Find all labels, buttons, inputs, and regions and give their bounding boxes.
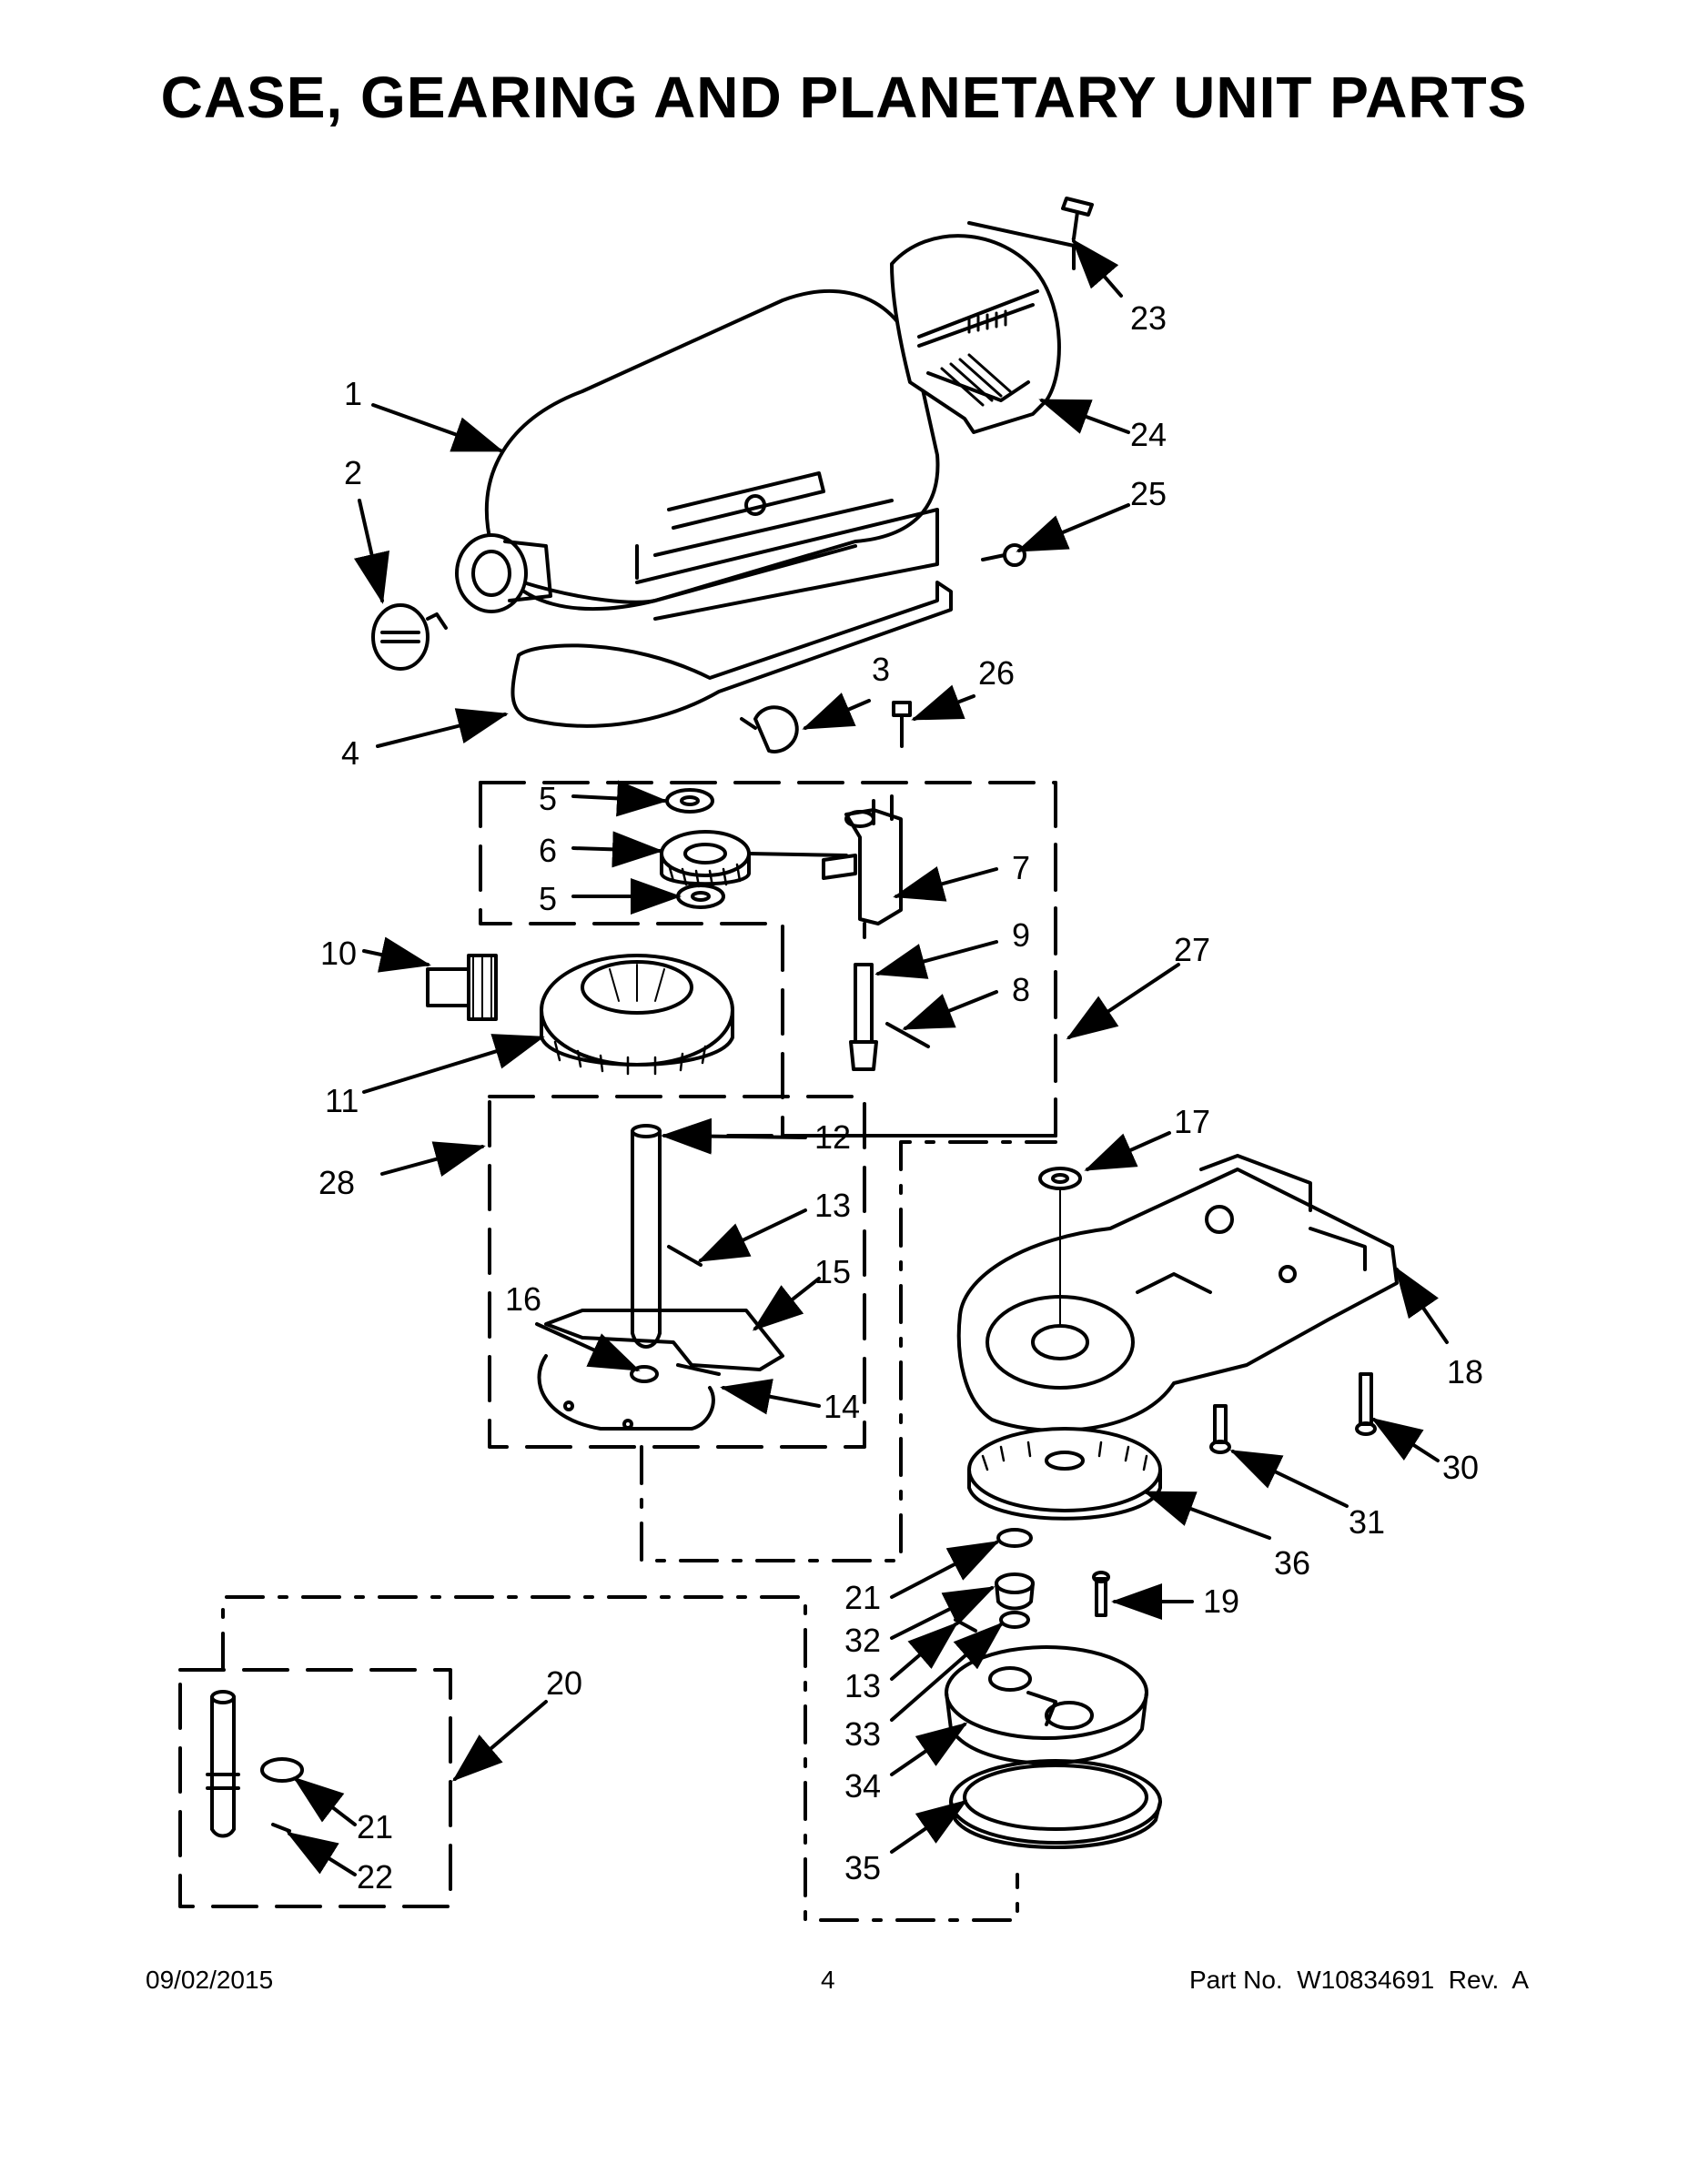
screw-25 <box>981 543 1026 567</box>
group-box-28 <box>488 1095 866 1449</box>
main-gear-11 <box>540 954 734 1076</box>
callout-30: 30 <box>1442 1449 1479 1486</box>
callout-28: 28 <box>318 1164 355 1201</box>
page-title: CASE, GEARING AND PLANETARY UNIT PARTS <box>160 65 1528 130</box>
screw-31 <box>1209 1404 1231 1454</box>
snap-ring-21 <box>996 1528 1033 1548</box>
callout-20: 20 <box>546 1664 582 1702</box>
screw-23 <box>1061 197 1094 240</box>
callout-8: 8 <box>1012 971 1030 1008</box>
callout-22: 22 <box>357 1858 393 1896</box>
planetary-carrier-34 <box>945 1645 1148 1765</box>
callout-10: 10 <box>320 935 357 972</box>
callout-5b: 5 <box>539 880 557 917</box>
footer-part-number: Part No. W10834691 Rev. A <box>1188 1966 1529 1994</box>
callout-4: 4 <box>341 734 359 772</box>
bushing-10 <box>426 954 498 1021</box>
washer-33 <box>999 1611 1030 1629</box>
callout-17: 17 <box>1174 1103 1210 1140</box>
ring-gear-36 <box>967 1427 1162 1521</box>
planetary-shaft-12 <box>631 1124 662 1349</box>
callout-32: 32 <box>844 1622 881 1659</box>
callout-12: 12 <box>814 1118 851 1156</box>
mixer-head-case <box>455 289 940 621</box>
thumb-screw <box>740 705 799 753</box>
callout-19: 19 <box>1203 1582 1239 1620</box>
connector-line <box>221 1595 1019 1922</box>
trim-ring-35 <box>949 1759 1162 1849</box>
pinion-32 <box>995 1572 1035 1611</box>
callout-35: 35 <box>844 1849 881 1886</box>
callout-23: 23 <box>1130 299 1167 337</box>
callout-6: 6 <box>539 832 557 869</box>
plate-15 <box>544 1309 784 1371</box>
callout-16: 16 <box>505 1280 541 1318</box>
callout-26: 26 <box>978 654 1015 692</box>
footer-page-number: 4 <box>821 1966 835 1994</box>
callout-31: 31 <box>1349 1503 1385 1541</box>
callout-21a: 21 <box>844 1579 881 1616</box>
pin-13-lower <box>954 1618 977 1633</box>
pin-22 <box>271 1823 291 1833</box>
callout-2: 2 <box>344 454 362 491</box>
callout-21b: 21 <box>357 1808 393 1845</box>
washer-5-bottom <box>676 884 725 909</box>
trim-band <box>510 581 953 728</box>
callout-15: 15 <box>814 1253 851 1290</box>
callout-27: 27 <box>1174 931 1210 968</box>
callout-9: 9 <box>1012 916 1030 954</box>
hub-cap <box>371 603 448 671</box>
pin-8 <box>885 1022 930 1048</box>
bracket-assembly <box>747 794 903 939</box>
pin-14 <box>676 1363 721 1376</box>
pin-13-upper <box>667 1245 702 1267</box>
connector-line <box>640 1140 1057 1562</box>
pinion-shaft <box>849 963 878 1071</box>
footer-date: 09/02/2015 <box>146 1966 274 1994</box>
callout-25: 25 <box>1130 475 1167 512</box>
washer-5-top <box>665 788 714 814</box>
callout-33: 33 <box>844 1715 881 1753</box>
gasket-16 <box>537 1354 715 1431</box>
planetary-shaft-20 <box>206 1690 240 1838</box>
screw-26 <box>892 701 912 748</box>
group-box-20 <box>178 1668 452 1908</box>
rear-cover <box>890 221 1076 434</box>
callout-3: 3 <box>872 651 890 688</box>
callout-36: 36 <box>1274 1544 1310 1582</box>
group-box-27 <box>479 781 1057 1138</box>
washer-17 <box>1038 1167 1082 1190</box>
callout-18: 18 <box>1447 1353 1483 1390</box>
base-housing-18 <box>956 1154 1399 1432</box>
snap-ring-21b <box>260 1757 304 1783</box>
callout-14: 14 <box>824 1388 860 1425</box>
callout-7: 7 <box>1012 849 1030 886</box>
gear-6 <box>660 830 751 888</box>
screw-19 <box>1092 1571 1110 1617</box>
screw-30 <box>1355 1372 1377 1436</box>
callout-5a: 5 <box>539 780 557 817</box>
callout-24: 24 <box>1130 416 1167 453</box>
washer-16 <box>630 1365 659 1383</box>
callout-1: 1 <box>344 375 362 412</box>
callout-11: 11 <box>325 1082 359 1119</box>
callout-13a: 13 <box>814 1187 851 1224</box>
callout-13b: 13 <box>844 1667 881 1704</box>
callout-34: 34 <box>844 1767 881 1805</box>
